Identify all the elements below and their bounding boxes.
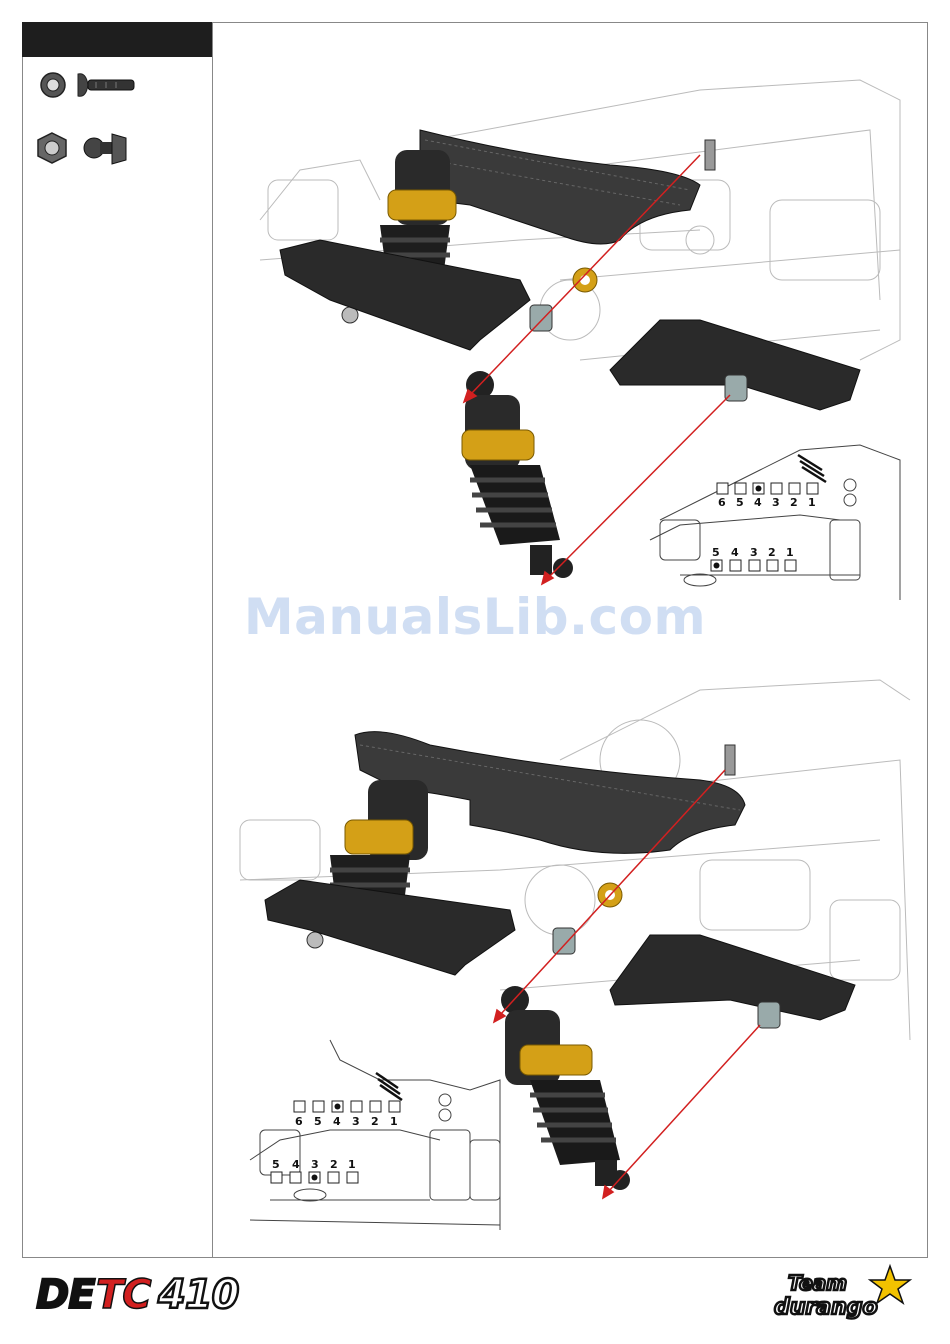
- bottom-right-arm: [610, 935, 855, 1020]
- svg-text:410: 410: [157, 1272, 239, 1318]
- bottom-upper-label-1: 1: [390, 1115, 398, 1128]
- team-durango-logo: Team durango: [770, 1262, 925, 1322]
- top-shim-stack: [798, 455, 826, 482]
- top-upper-label-6: 6: [718, 496, 726, 509]
- svg-text:TC: TC: [96, 1272, 151, 1318]
- top-screw-icon: [705, 140, 715, 170]
- washer-icon: [38, 70, 68, 100]
- bottom-exploded-shock: [501, 986, 630, 1190]
- bottom-upper-label-5: 5: [314, 1115, 322, 1128]
- bottom-upper-label-4: 4: [333, 1115, 341, 1128]
- bottom-upper-label-3: 3: [352, 1115, 360, 1128]
- parts-header: [22, 22, 212, 57]
- top-upper-label-2: 2: [790, 496, 798, 509]
- svg-text:Team: Team: [788, 1271, 847, 1295]
- top-upper-label-5: 5: [736, 496, 744, 509]
- top-lower-label-4: 4: [731, 546, 739, 559]
- bottom-upper-label-6: 6: [295, 1115, 303, 1128]
- top-lower-label-2: 2: [768, 546, 776, 559]
- top-lower-label-5: 5: [712, 546, 720, 559]
- button-head-screw-icon: [74, 70, 138, 100]
- top-position-inset: [650, 445, 900, 600]
- top-upper-holes: [717, 483, 818, 494]
- bottom-lower-label-4: 4: [292, 1158, 300, 1171]
- top-lower-holes: [711, 560, 796, 571]
- bottom-shim-stack: [376, 1073, 402, 1100]
- detc410-logo: DE TC 410: [30, 1268, 270, 1318]
- svg-text:DE: DE: [36, 1272, 95, 1318]
- bottom-lower-label-2: 2: [330, 1158, 338, 1171]
- top-upper-label-3: 3: [772, 496, 780, 509]
- bottom-screw-icon: [725, 745, 735, 775]
- top-upper-label-4: 4: [754, 496, 762, 509]
- top-ball-stud-icon: [530, 305, 552, 331]
- bottom-lower-label-3: 3: [311, 1158, 319, 1171]
- bottom-lower-holes: [271, 1172, 358, 1183]
- top-exploded-shock: [462, 371, 573, 578]
- top-shock-tower: [420, 130, 700, 244]
- bottom-ball-stud-icon: [553, 928, 575, 954]
- top-lower-label-1: 1: [786, 546, 794, 559]
- bottom-lower-label-1: 1: [348, 1158, 356, 1171]
- bottom-left-arm: [265, 880, 515, 975]
- bottom-lower-label-5: 5: [272, 1158, 280, 1171]
- top-lower-label-3: 3: [750, 546, 758, 559]
- top-upper-label-1: 1: [808, 496, 816, 509]
- locknut-icon: [34, 130, 70, 166]
- top-left-arm: [280, 240, 530, 350]
- bottom-upper-holes: [294, 1101, 400, 1112]
- bottom-position-inset: [250, 1040, 500, 1230]
- watermark: ManualsLib.com: [0, 588, 950, 646]
- bottom-upper-label-2: 2: [371, 1115, 379, 1128]
- ball-stud-icon: [80, 128, 130, 168]
- svg-text:durango: durango: [774, 1295, 878, 1320]
